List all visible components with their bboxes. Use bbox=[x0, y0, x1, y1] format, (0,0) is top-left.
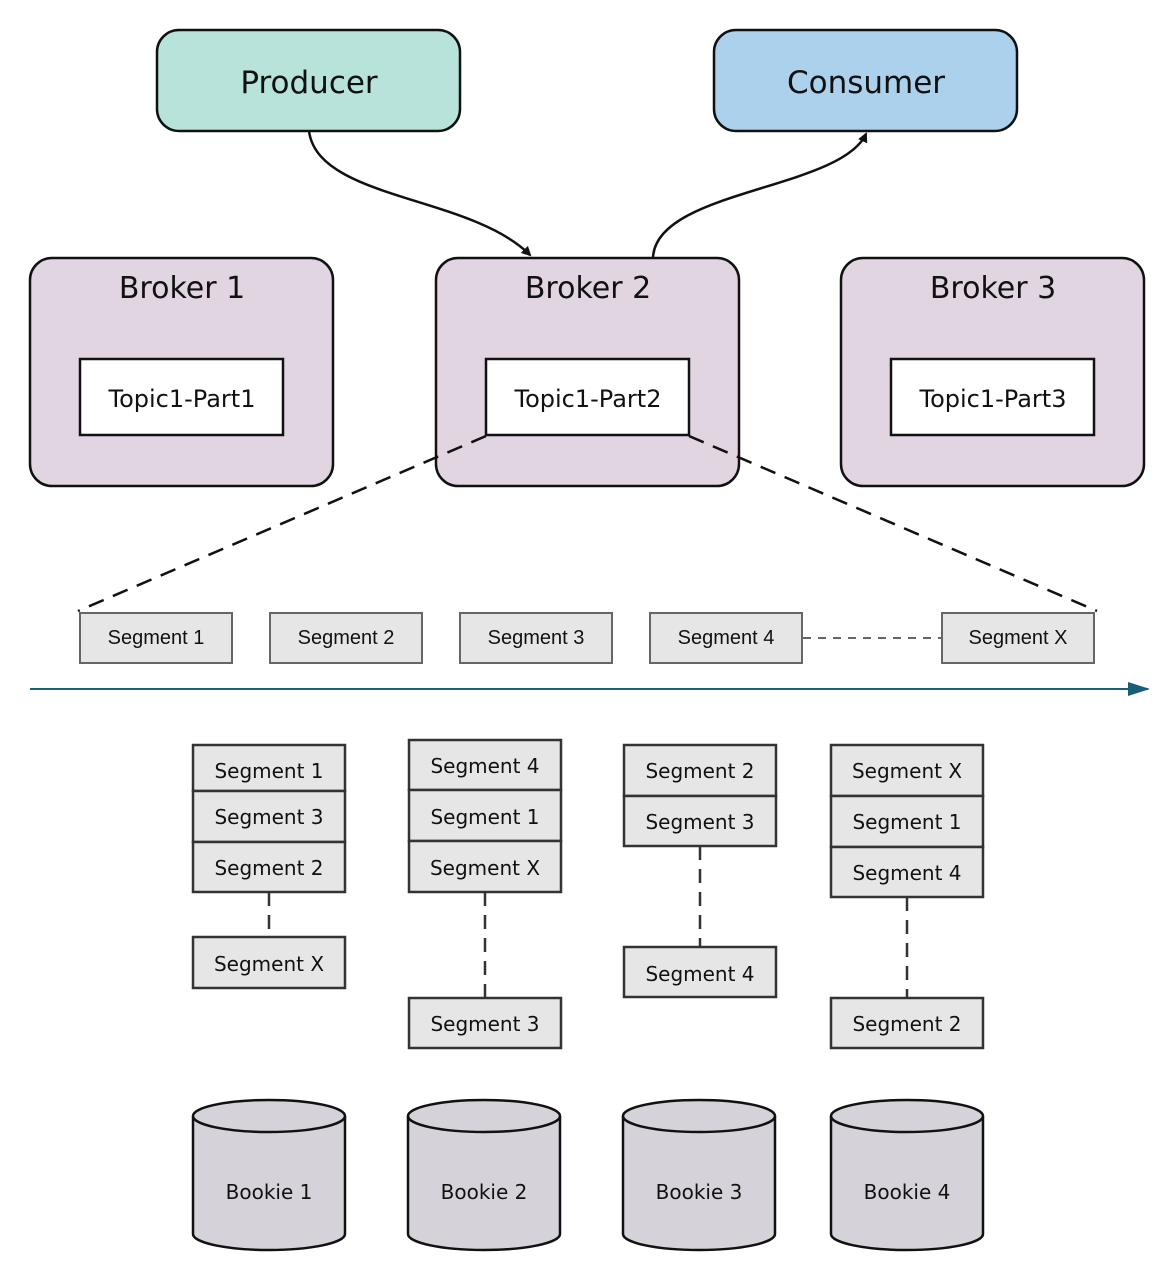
stacked-segment-box bbox=[622, 945, 778, 999]
segment-label: Segment 2 bbox=[645, 759, 754, 783]
partition-box bbox=[78, 357, 285, 437]
segment-label: Segment 1 bbox=[108, 627, 205, 649]
segment-label: Segment 3 bbox=[488, 627, 585, 649]
cylinder-body bbox=[621, 1116, 777, 1252]
stacked-segment-box bbox=[829, 996, 985, 1050]
producer-node: Producer bbox=[155, 28, 462, 133]
segment-label: Segment 4 bbox=[430, 754, 539, 778]
stacked-segment-box bbox=[191, 935, 347, 990]
broker-2: Broker 2 Topic1-Part2 bbox=[434, 256, 741, 488]
bookie-3: Bookie 3 bbox=[621, 1098, 777, 1252]
broker-1: Broker 1 Topic1-Part1 bbox=[28, 256, 335, 488]
stacked-segment-box bbox=[191, 743, 347, 793]
zoom-line-right bbox=[688, 434, 1098, 613]
partition-label: Topic1-Part3 bbox=[919, 385, 1067, 413]
broker-label: Broker 3 bbox=[930, 271, 1056, 306]
stacked-segment-box bbox=[191, 789, 347, 844]
stacked-segment-box bbox=[191, 840, 347, 894]
broker-to-consumer-arrow bbox=[651, 132, 868, 259]
broker-label: Broker 1 bbox=[119, 271, 245, 306]
segment-label: Segment 2 bbox=[298, 627, 395, 649]
cylinder-top bbox=[621, 1098, 777, 1134]
segment-box bbox=[79, 612, 233, 664]
stacked-segment-box bbox=[829, 845, 985, 899]
consumer-label: Consumer bbox=[787, 65, 945, 101]
segment-box bbox=[649, 612, 803, 664]
segment-box bbox=[269, 612, 423, 664]
segment-label: Segment 3 bbox=[430, 1012, 539, 1036]
cylinder-body bbox=[829, 1116, 985, 1252]
stacked-segment-box bbox=[407, 738, 563, 792]
broker-label: Broker 2 bbox=[525, 271, 651, 306]
segment-label: Segment 1 bbox=[852, 810, 961, 834]
bookie-label: Bookie 3 bbox=[656, 1180, 743, 1204]
consumer-node: Consumer bbox=[712, 28, 1019, 133]
broker-3: Broker 3 Topic1-Part3 bbox=[839, 256, 1146, 488]
partition-box bbox=[484, 357, 691, 437]
partition-box bbox=[889, 357, 1096, 437]
segment-box bbox=[459, 612, 613, 664]
segment-box bbox=[941, 612, 1095, 664]
cylinder-body bbox=[406, 1116, 562, 1252]
bookie-1-segments: Segment 1 Segment 3 Segment 2 Segment X bbox=[191, 743, 347, 990]
segment-label: Segment 2 bbox=[214, 856, 323, 880]
partition-label: Topic1-Part2 bbox=[514, 385, 662, 413]
segment-label: Segment X bbox=[214, 952, 324, 976]
segment-label: Segment 4 bbox=[678, 627, 775, 649]
bookie-label: Bookie 1 bbox=[226, 1180, 313, 1204]
producer-box bbox=[155, 28, 462, 133]
bookie-2-segments: Segment 4 Segment 1 Segment X Segment 3 bbox=[407, 738, 563, 1050]
cylinder-top bbox=[406, 1098, 562, 1134]
consumer-box bbox=[712, 28, 1019, 133]
segment-label: Segment 1 bbox=[214, 759, 323, 783]
cylinder-top bbox=[191, 1098, 347, 1134]
stacked-segment-box bbox=[407, 788, 563, 843]
segment-label: Segment X bbox=[852, 759, 962, 783]
bookie-2: Bookie 2 bbox=[406, 1098, 562, 1252]
zoom-line-left bbox=[77, 434, 487, 613]
cylinder-body bbox=[191, 1116, 347, 1252]
segment-label: Segment 4 bbox=[645, 962, 754, 986]
segment-label: Segment 2 bbox=[852, 1012, 961, 1036]
segment-label: Segment 4 bbox=[852, 861, 961, 885]
segment-label: Segment 1 bbox=[430, 805, 539, 829]
stacked-segment-box bbox=[407, 839, 563, 894]
segment-label: Segment 3 bbox=[214, 805, 323, 829]
segment-label: Segment X bbox=[430, 856, 540, 880]
timeline-segments: Segment 1 Segment 2 Segment 3 Segment 4 … bbox=[79, 612, 1095, 664]
bookie-4-segments: Segment X Segment 1 Segment 4 Segment 2 bbox=[829, 743, 985, 1050]
bookie-1: Bookie 1 bbox=[191, 1098, 347, 1252]
partition-label: Topic1-Part1 bbox=[108, 385, 256, 413]
stacked-segment-box bbox=[829, 743, 985, 798]
stacked-segment-box bbox=[407, 996, 563, 1050]
bookie-label: Bookie 2 bbox=[441, 1180, 528, 1204]
segment-label: Segment 3 bbox=[645, 810, 754, 834]
bookie-3-segments: Segment 2 Segment 3 Segment 4 bbox=[622, 743, 778, 999]
producer-to-broker-arrow bbox=[307, 130, 532, 257]
bookie-label: Bookie 4 bbox=[864, 1180, 951, 1204]
cylinder-top bbox=[829, 1098, 985, 1134]
bookie-4: Bookie 4 bbox=[829, 1098, 985, 1252]
producer-label: Producer bbox=[240, 65, 378, 101]
segment-label: Segment X bbox=[969, 627, 1068, 649]
